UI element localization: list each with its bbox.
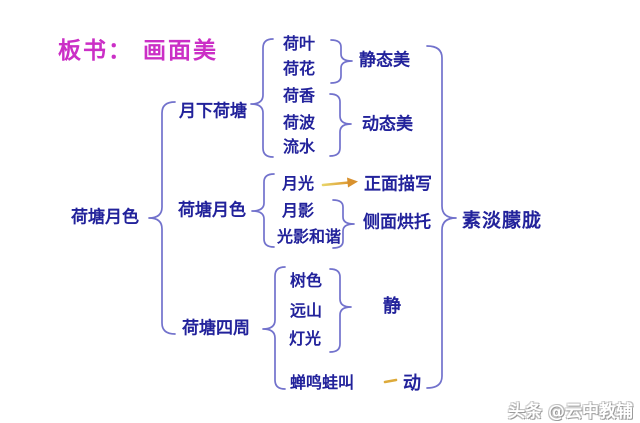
node-static-beauty: 静态美: [359, 50, 410, 71]
node-lamp-light: 灯光: [289, 329, 322, 348]
node-lotus-wave: 荷波: [283, 113, 316, 132]
node-moonlight: 月光: [282, 174, 315, 193]
brace-conclusion: [426, 45, 457, 389]
node-branch-pond-moonlight: 荷塘月色: [178, 200, 246, 221]
node-root: 荷塘月色: [71, 207, 139, 228]
node-light-shadow-harmony: 光影和谐: [277, 227, 342, 246]
moving-dash: [383, 378, 398, 384]
node-front-depiction: 正面描写: [364, 174, 432, 195]
brace-static-beauty: [330, 39, 353, 84]
node-lotus-flower: 荷花: [283, 59, 316, 78]
brace-pond-moonlight: [251, 173, 275, 248]
node-moving: 动: [403, 373, 421, 394]
node-still: 静: [383, 296, 401, 317]
node-tree-color: 树色: [290, 271, 323, 290]
front-depiction-arrow: [321, 177, 358, 188]
node-flowing-water: 流水: [283, 137, 316, 156]
node-lotus-leaf: 荷叶: [283, 34, 316, 53]
node-distant-hills: 远山: [290, 301, 323, 320]
node-dynamic-beauty: 动态美: [362, 114, 413, 135]
brace-side-foil: [332, 199, 355, 249]
node-lotus-scent: 荷香: [283, 86, 316, 105]
brace-root: [148, 101, 176, 335]
node-side-foil: 侧面烘托: [363, 212, 431, 233]
node-branch-surroundings: 荷塘四周: [182, 318, 250, 339]
node-conclusion: 素淡朦胧: [462, 209, 543, 232]
node-branch-moonlit-pond: 月下荷塘: [179, 101, 247, 122]
brace-dynamic-beauty: [329, 93, 352, 157]
node-cicada-frog-calls: 蝉鸣蛙叫: [290, 373, 355, 392]
brace-moonlit-pond: [250, 38, 274, 158]
watermark: 头条 @云中教辅: [508, 402, 633, 422]
brace-still: [329, 268, 352, 353]
brace-surroundings: [262, 266, 286, 390]
node-moon-shadow: 月影: [282, 201, 315, 220]
page-title: 板书： 画面美: [58, 38, 219, 64]
